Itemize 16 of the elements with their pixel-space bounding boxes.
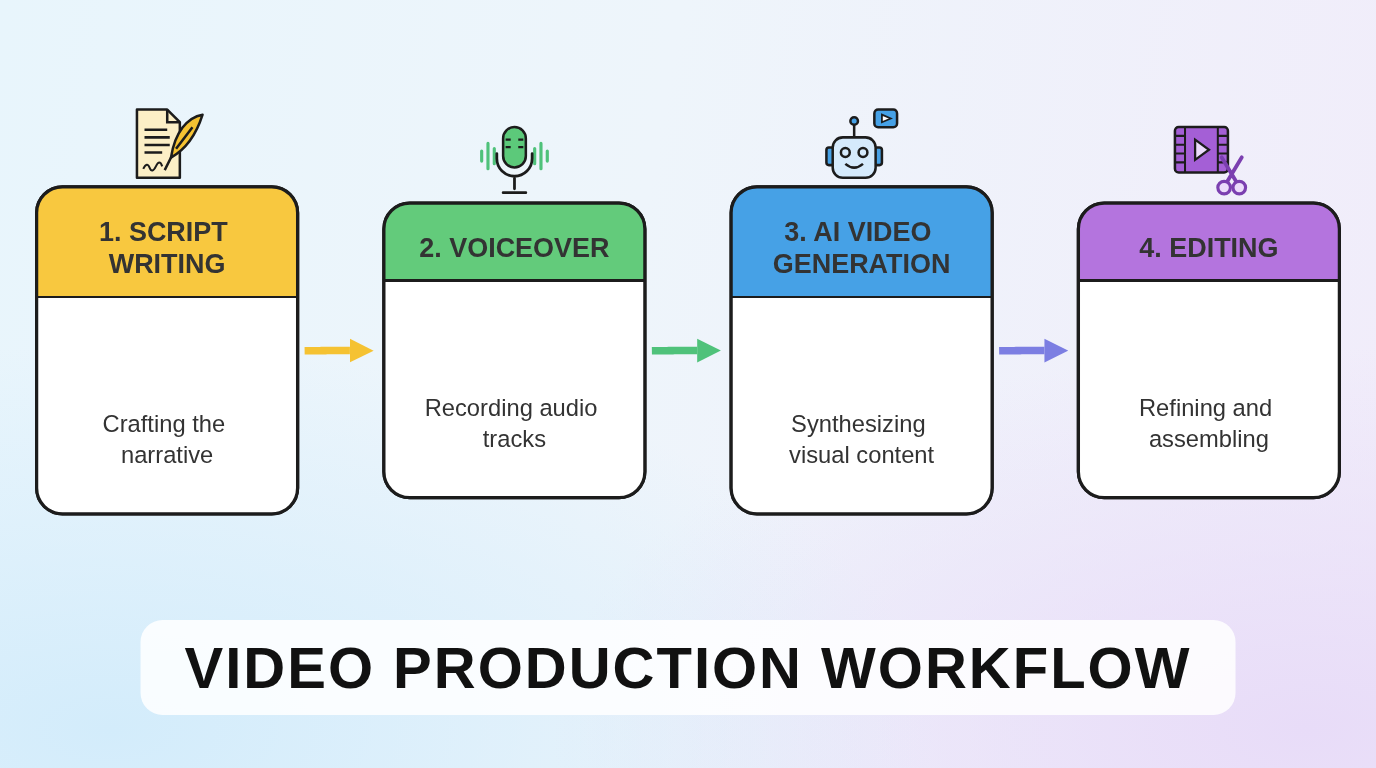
step-card — [729, 185, 994, 516]
step-heading: 1. SCRIPT WRITING — [97, 215, 229, 280]
step-card — [1076, 201, 1341, 500]
arrow — [996, 338, 1069, 363]
step-heading: 3. AI VIDEO GENERATION — [771, 215, 952, 280]
diagram-title: VIDEO PRODUCTION WORKFLOW — [140, 620, 1236, 715]
step-card — [35, 185, 300, 516]
step-card — [382, 201, 647, 500]
step-description: Recording audio tracks — [423, 392, 599, 454]
step-description: Refining and assembling — [1137, 392, 1274, 454]
step-description: Synthesizing visual content — [788, 409, 936, 470]
step-heading: 2. VOICEOVER — [419, 231, 610, 264]
arrow — [649, 338, 721, 363]
arrow — [302, 338, 374, 363]
step-description: Crafting the narrative — [101, 409, 227, 470]
step-heading: 4. EDITING — [1139, 231, 1279, 264]
